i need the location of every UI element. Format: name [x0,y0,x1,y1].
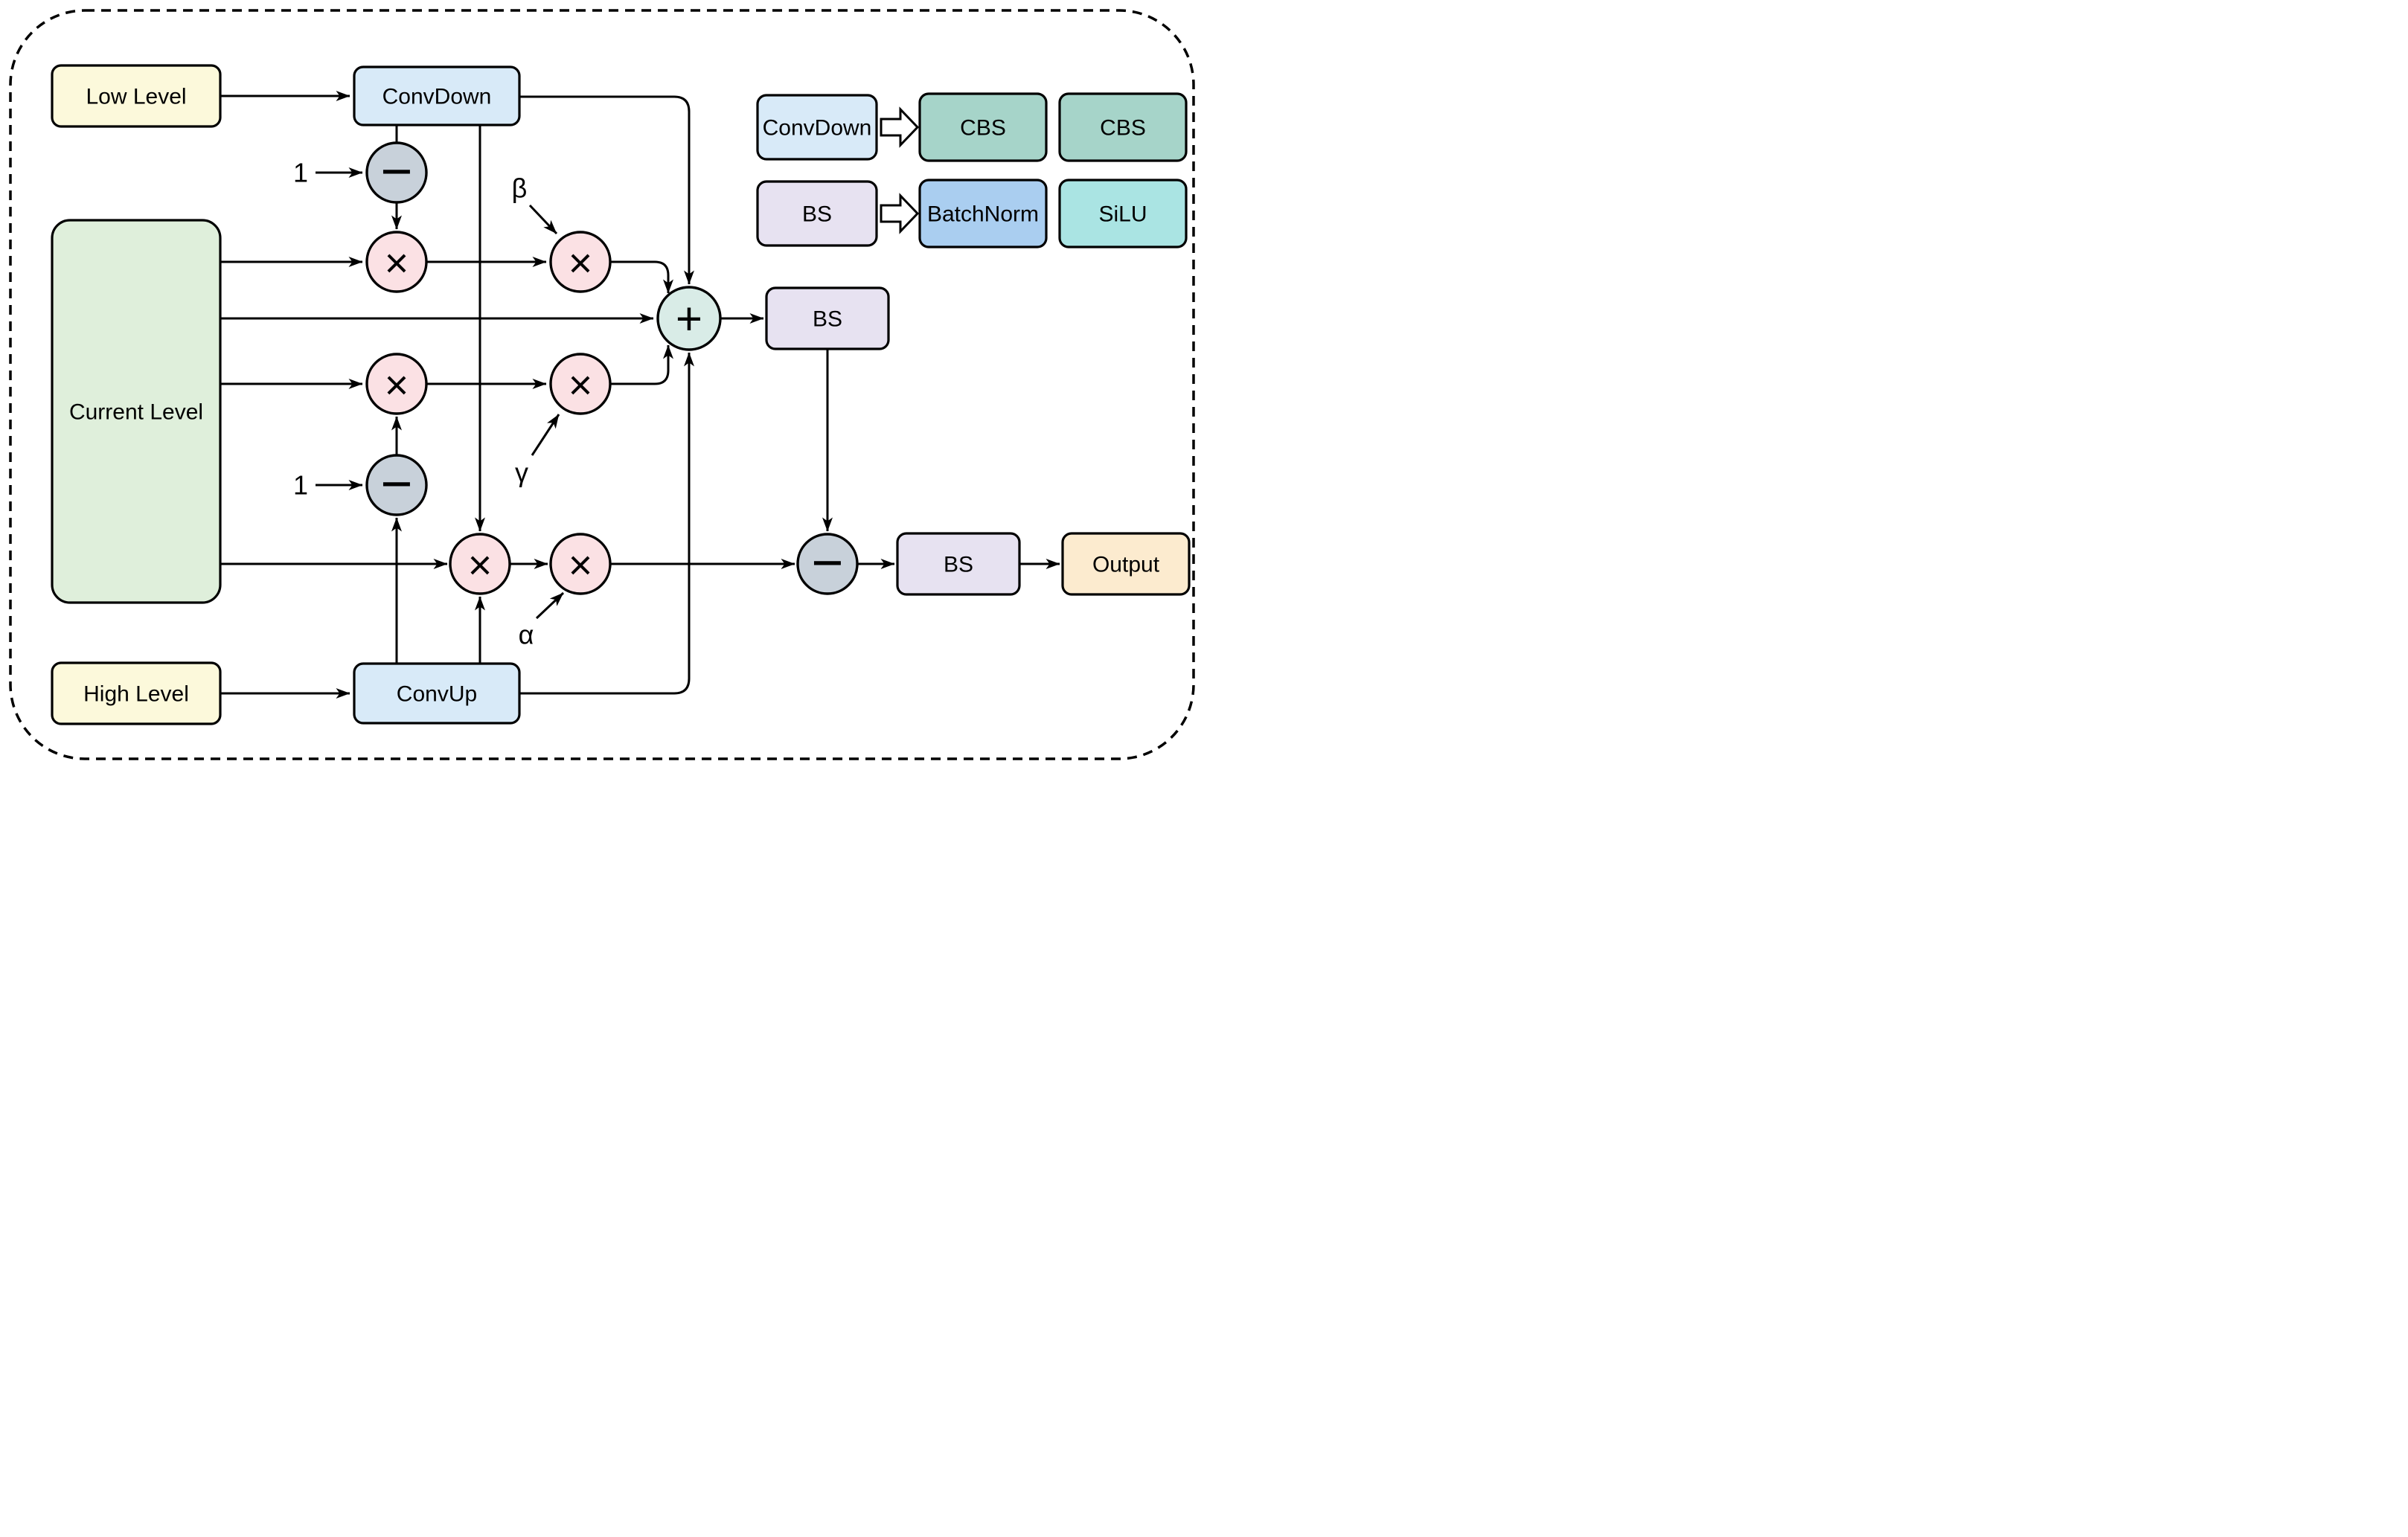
times-op-1: × [365,231,428,293]
minus-op-2-circle [365,454,428,516]
minus-op-2-symbol: − [380,453,412,515]
edge-beta-to-timesbeta [528,204,558,235]
edge-alpha-to-timesalpha [535,591,565,620]
minus-op-3-symbol: − [811,532,843,594]
times-op-2-symbol: × [385,362,409,408]
minus-op-1: − [365,141,428,204]
bs-out-box [896,532,1021,596]
legend-silu-label: SiLU [1098,202,1147,227]
conv-up-node: ConvUp [353,662,521,725]
times-op-gamma-circle [549,353,612,415]
times-op-3-symbol: × [468,542,493,588]
times-op-gamma: × [549,353,612,415]
conv-up-box [353,662,521,725]
bs-mid-label: BS [813,307,842,332]
bs-mid-node: BS [765,286,890,350]
times-op-alpha: × [549,533,612,595]
times-op-2-circle [365,353,428,415]
conv-down-box [353,65,521,126]
times-op-3-circle [449,533,511,595]
edge-convdown-to-plus-top [519,95,694,285]
edge-timesgamma-to-plus [610,344,673,385]
low-level-label: Low Level [86,85,186,109]
legend-cbs-1-label: CBS [960,116,1006,141]
minus-op-3-circle [796,533,859,595]
alpha-label: α [519,620,534,650]
minus-op-1-symbol: − [380,141,412,202]
times-op-beta-circle [549,231,612,293]
times-op-1-symbol: × [385,240,409,286]
bs-out-node: BS [896,532,1021,596]
operator-nodes: − × × + × × − × [365,141,859,595]
legend-batchnorm-box [918,179,1048,248]
edge-timesbeta-to-plus [610,260,673,294]
output-box [1061,532,1191,596]
plus-op: + [656,286,722,351]
times-op-gamma-symbol: × [569,362,593,408]
minus-op-3: − [796,532,859,595]
low-level-node: Low Level [51,64,222,128]
legend-bs-box [756,180,878,247]
beta-label: β [512,173,528,204]
current-level-node: Current Level [51,219,222,604]
conv-down-node: ConvDown [353,65,521,126]
times-op-alpha-circle [549,533,612,595]
output-label: Output [1092,553,1160,577]
bs-mid-box [765,286,890,350]
times-op-beta: × [549,231,612,293]
plus-op-symbol: + [676,294,702,345]
times-op-3: × [449,533,511,595]
legend-bs-label: BS [802,202,832,227]
one-top-label: 1 [293,158,308,188]
one-bottom-label: 1 [293,470,308,501]
minus-op-2: − [365,453,428,516]
scalar-labels: 1 1 β γ α [293,158,534,650]
legend-cbs-1-box [918,92,1048,162]
times-op-1-circle [365,231,428,293]
flow-nodes: Low Level ConvDown Current Level High Le… [51,64,1191,725]
conv-up-label: ConvUp [397,682,477,707]
legend-row-convdown: ConvDown CBS CBS [756,92,1188,162]
legend: ConvDown CBS CBS BS BatchNorm SiLU [756,92,1188,248]
legend-row-bs: BS BatchNorm SiLU [756,179,1188,248]
low-level-box [51,64,222,128]
gamma-label: γ [515,458,528,488]
high-level-box [51,661,222,725]
legend-expand-arrow-icon [880,193,920,234]
legend-cbs-2-label: CBS [1100,116,1146,141]
high-level-node: High Level [51,661,222,725]
legend-batchnorm-label: BatchNorm [927,202,1039,227]
current-level-label: Current Level [69,400,203,425]
plus-op-circle [656,286,722,351]
times-op-beta-symbol: × [569,240,593,286]
legend-expand-arrow-icon [880,106,920,148]
dashed-outer-border [9,9,1195,760]
legend-convdown-box [756,94,878,161]
minus-op-1-circle [365,141,428,204]
high-level-label: High Level [83,682,189,707]
bs-out-label: BS [944,553,973,577]
legend-convdown-label: ConvDown [763,116,872,141]
edge-gamma-to-timesgamma [531,414,560,456]
output-node: Output [1061,532,1191,596]
edge-convup-to-plus-bottom [519,352,694,695]
times-op-2: × [365,353,428,415]
conv-down-label: ConvDown [382,85,492,109]
legend-cbs-2-box [1058,92,1188,162]
diagram-canvas: Low Level ConvDown Current Level High Le… [0,0,1204,768]
edges [220,91,1060,699]
current-level-box [51,219,222,604]
times-op-alpha-symbol: × [569,542,593,588]
legend-silu-box [1058,179,1188,248]
